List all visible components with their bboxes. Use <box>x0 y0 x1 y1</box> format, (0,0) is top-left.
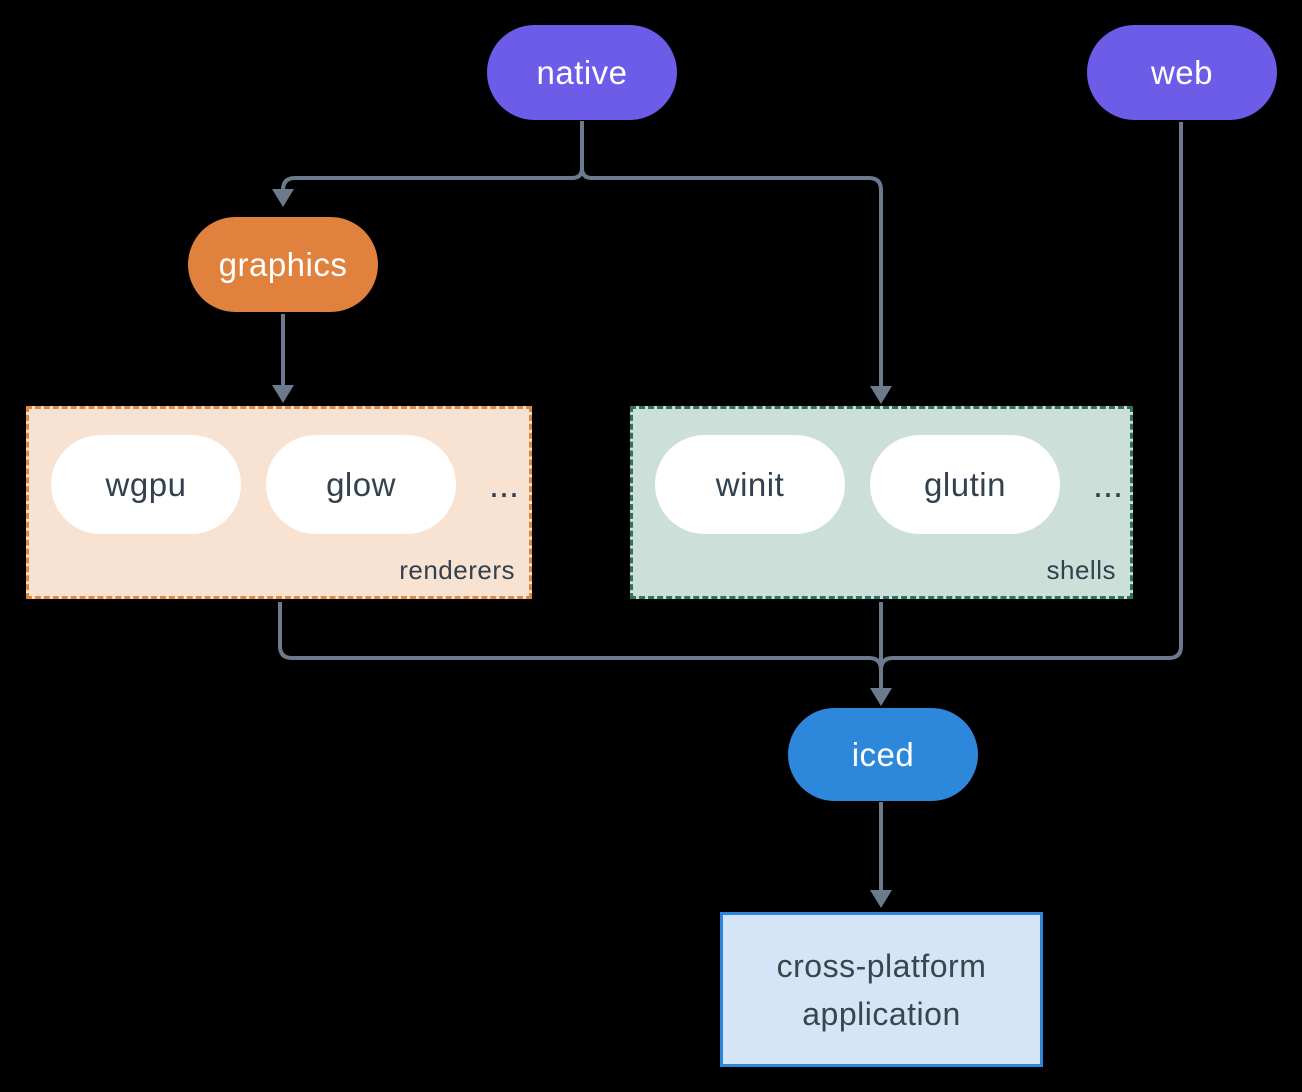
node-winit: winit <box>655 435 845 534</box>
arrowhead-graphics <box>272 189 294 207</box>
shells-ellipsis: ... <box>1093 464 1124 505</box>
node-web-label: web <box>1150 53 1214 91</box>
node-iced: iced <box>788 708 978 801</box>
group-renderers: wgpu glow ... renderers <box>26 406 532 599</box>
edge-native-shells <box>580 167 883 386</box>
node-graphics: graphics <box>188 217 378 312</box>
edge-native-graphics <box>281 121 584 191</box>
node-glow-label: glow <box>326 465 396 503</box>
edge-renderers-iced <box>278 602 883 671</box>
node-glutin: glutin <box>870 435 1060 534</box>
group-shells: winit glutin ... shells <box>630 406 1133 599</box>
node-winit-label: winit <box>715 465 785 503</box>
node-wgpu: wgpu <box>51 435 241 534</box>
node-glutin-label: glutin <box>924 465 1006 503</box>
application-label-line2: application <box>802 995 961 1032</box>
node-wgpu-label: wgpu <box>105 465 187 503</box>
node-glow: glow <box>266 435 456 534</box>
node-cross-platform-application: cross-platform application <box>720 912 1043 1067</box>
node-iced-label: iced <box>851 735 915 773</box>
renderers-group-label: renderers <box>399 555 515 585</box>
arrowhead-shells <box>870 386 892 404</box>
renderers-ellipsis: ... <box>489 464 520 505</box>
application-label-line1: cross-platform <box>776 947 987 984</box>
shells-group-label: shells <box>1046 555 1116 585</box>
node-web: web <box>1087 25 1277 120</box>
node-graphics-label: graphics <box>218 245 348 283</box>
arrowhead-iced <box>870 688 892 706</box>
arrowhead-application <box>870 890 892 908</box>
arrowhead-renderers <box>272 385 294 403</box>
node-native-label: native <box>536 53 628 91</box>
node-native: native <box>487 25 677 120</box>
